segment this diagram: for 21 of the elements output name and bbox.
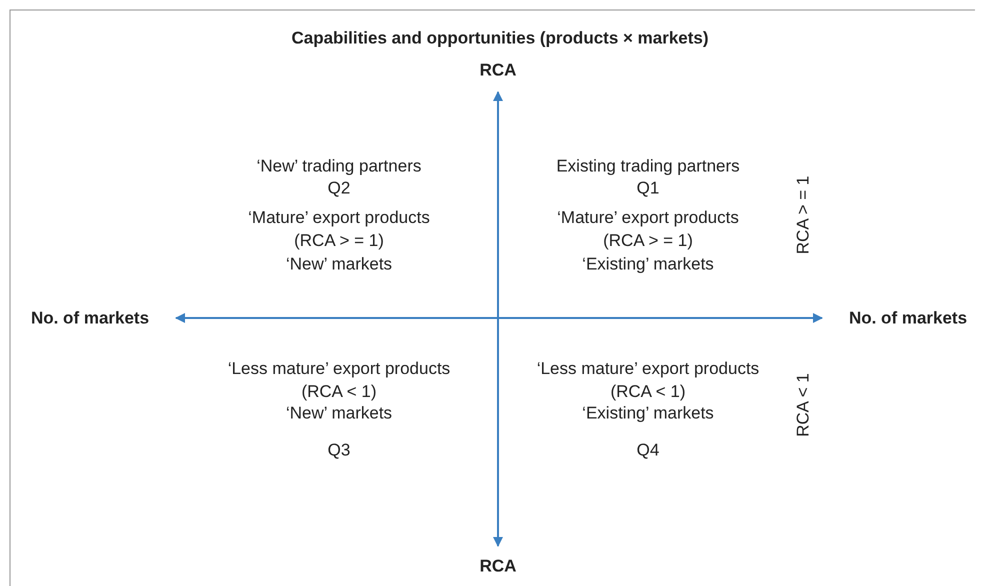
quadrant-text: ‘Existing’ markets [582, 254, 714, 276]
axis-label: RCA [480, 60, 516, 82]
quadrant-text: ‘New’ markets [286, 254, 392, 276]
quadrant-heading: Existing trading partners [556, 156, 740, 178]
quadrant-text: ‘Mature’ export products (RCA > = 1) [556, 207, 740, 252]
quadrant-text: ‘Less mature’ export products (RCA < 1) [536, 358, 760, 403]
axis-label: No. of markets [30, 308, 150, 330]
quadrant-text: ‘Less mature’ export products (RCA < 1) [226, 358, 452, 403]
quadrant-text: ‘New’ markets [286, 402, 392, 424]
diagram-title: Capabilities and opportunities (products × markets) [291, 28, 709, 50]
quadrant-label: Q2 [328, 178, 350, 200]
quadrant-label: Q4 [636, 440, 660, 462]
axis-label: No. of markets [848, 308, 968, 330]
axis-range-label: RCA > = 1 [792, 176, 814, 254]
quadrant-label: Q1 [636, 178, 660, 200]
quadrant-text: ‘Mature’ export products (RCA > = 1) [247, 207, 431, 252]
axis-range-label: RCA < 1 [792, 373, 814, 437]
axis-label: RCA [480, 556, 516, 578]
quadrant-label: Q3 [328, 440, 350, 462]
quadrant-text: ‘Existing’ markets [582, 402, 714, 424]
quadrant-heading: ‘New’ trading partners [256, 156, 422, 178]
